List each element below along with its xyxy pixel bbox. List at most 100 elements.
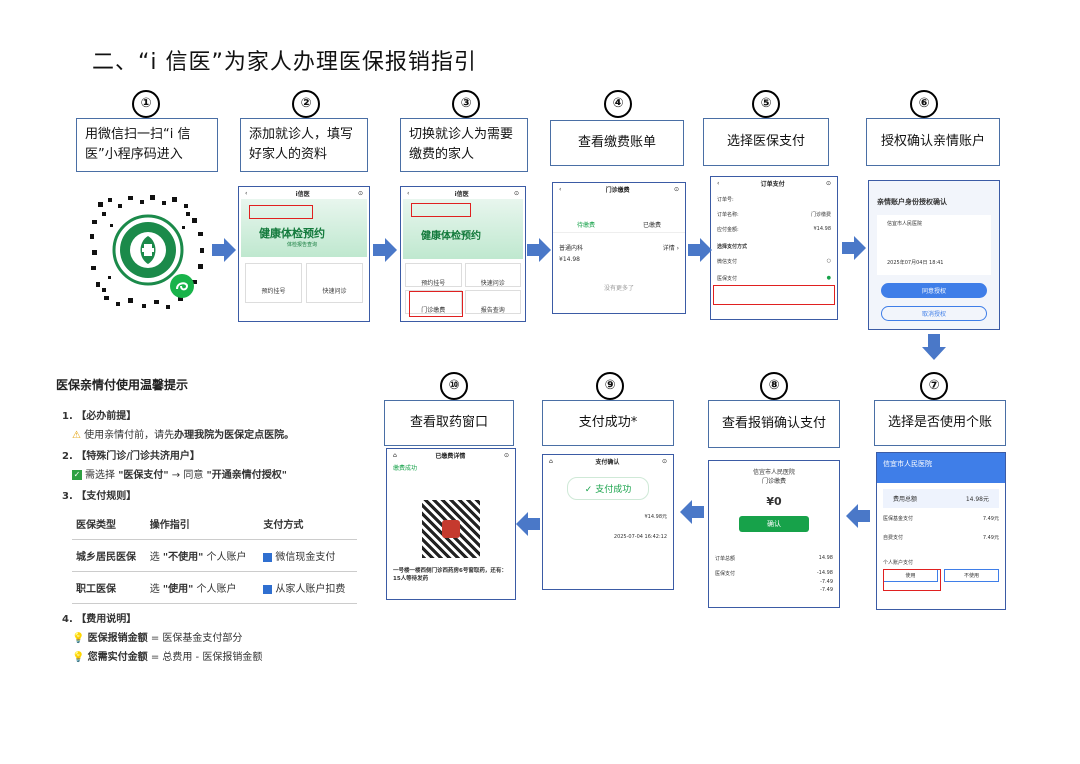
app-title: 支付确认	[595, 458, 620, 466]
app-title: i信医	[454, 190, 469, 198]
step-6-caption: 授权确认亲情账户	[866, 118, 1000, 166]
more-icon[interactable]: ⊙	[513, 189, 519, 197]
step-1-caption: 用微信扫一扫“i 信医”小程序码进入	[76, 118, 218, 172]
total-fee-label: 费用总额	[893, 496, 918, 503]
step-5-caption: 选择医保支付	[703, 118, 829, 166]
arrow-right-icon	[688, 238, 712, 262]
hospital-header: 信宜市人民医院	[877, 453, 1005, 483]
table-cell-op-bold: "使用"	[162, 584, 194, 595]
app-title: 门诊缴费	[605, 186, 630, 194]
banner-subtitle: 体检报告查询	[287, 242, 318, 248]
no-use-account-button[interactable]: 不使用	[944, 569, 999, 582]
bill-type: 门诊缴费	[761, 478, 786, 485]
highlight-add-patient	[249, 205, 313, 219]
payment-rules-table: 医保类型 操作指引 支付方式 城乡居民医保 选 "不使用" 个人账户 微信现金支…	[72, 508, 357, 604]
app-title: i信医	[295, 190, 310, 198]
insurance-pay-label: 医保支付	[715, 571, 736, 577]
medical-insurance-pay-option[interactable]: 医保支付	[717, 276, 738, 282]
table-cell-op-a: 选	[149, 552, 163, 563]
quick-consult-button[interactable]: 快速问诊	[464, 263, 521, 287]
cancel-auth-button[interactable]: 取消授权	[881, 306, 987, 321]
tips-s2-bold-b: "开通亲情付授权"	[206, 470, 287, 481]
table-cell-op-c: 个人账户	[193, 584, 237, 595]
tips-s1-text: 使用亲情付前，请先	[84, 430, 175, 441]
fund-pay-label: 医保基金支付	[883, 516, 914, 522]
more-icon[interactable]: ⊙	[357, 189, 363, 197]
paid-time: 2025-07-04 16:42:12	[613, 534, 667, 540]
tips-panel: 医保亲情付使用温馨提示 1. 【必办前提】 ⚠ 使用亲情付前，请先办理我院为医保…	[56, 376, 357, 667]
step-6-screenshot: 亲情账户身份授权确认 信宜市人民医院 2025年07月04日 18:41 同意授…	[868, 180, 1000, 330]
highlight-use-account	[883, 569, 941, 591]
success-check-icon: ✓	[584, 485, 593, 495]
highlight-switch-patient	[411, 203, 471, 217]
step-3-screenshot: ‹i信医⊙ 健康体检预约 预约挂号 快速问诊 门诊缴费 报告查询	[400, 186, 526, 322]
table-row: 职工医保 选 "使用" 个人账户 从家人账户扣费	[72, 571, 357, 604]
step-7-number: ⑦	[920, 372, 948, 400]
check-icon: ✓	[72, 470, 82, 480]
confirm-button[interactable]: 确认	[739, 516, 809, 532]
personal-account-label: 个人账户支付	[883, 560, 914, 566]
step-1-number: ①	[132, 90, 160, 118]
tab-unpaid[interactable]: 待缴费	[576, 222, 595, 229]
bill-detail-link[interactable]: 详情 ›	[662, 245, 679, 252]
report-query-button[interactable]: 报告查询	[464, 290, 521, 314]
outpatient-pay-button[interactable]: 门诊缴费	[405, 290, 462, 314]
order-name-value: 门诊缴费	[810, 212, 831, 218]
tips-title: 医保亲情付使用温馨提示	[56, 378, 189, 392]
wechat-pay-option[interactable]: 微信支付	[717, 259, 738, 265]
arrow-right-icon	[527, 238, 551, 262]
step-9-screenshot: ⌂支付确认⊙ ✓ 支付成功 ¥14.98元 2025-07-04 16:42:1…	[542, 454, 674, 590]
account-deduct-value: -7.49	[820, 587, 833, 593]
tips-f2-text: = 总费用 - 医保报销金额	[147, 652, 263, 663]
table-cell-type: 城乡居民医保	[72, 539, 146, 572]
hospital-name: 信宜市人民医院	[752, 469, 795, 476]
order-number-label: 订单号:	[717, 197, 734, 203]
pickup-window-text: 一号楼一楼西侧门诊西药房6号窗取药，还有：15人等待发药	[393, 568, 507, 582]
self-pay-label: 自费支付	[883, 535, 904, 541]
table-cell-type: 职工医保	[72, 571, 146, 604]
tab-paid[interactable]: 已缴费	[642, 222, 661, 229]
tips-f1-bold: 医保报销金额	[87, 633, 148, 644]
app-title: 订单支付	[760, 180, 785, 188]
step-3-caption: 切换就诊人为需要缴费的家人	[400, 118, 528, 172]
table-cell-op-bold: "不使用"	[162, 552, 204, 563]
paid-status: 缴费成功	[393, 465, 418, 472]
pickup-qr-code	[422, 500, 480, 558]
table-header: 操作指引	[145, 508, 260, 540]
pay-amount-value: ¥14.98	[813, 226, 832, 232]
quick-consult-button[interactable]: 快速问诊	[306, 263, 363, 303]
appointment-button[interactable]: 预约挂号	[405, 263, 462, 287]
tips-f2-bold: 您需实付金额	[87, 652, 148, 663]
arrow-left-icon	[846, 504, 870, 528]
more-icon[interactable]: ⊙	[661, 457, 667, 465]
page-title: 二、“i 信医”为家人办理医保报销指引	[92, 50, 477, 75]
table-header: 医保类型	[72, 508, 146, 540]
step-4-number: ④	[604, 90, 632, 118]
step-9-caption: 支付成功*	[542, 400, 674, 446]
table-cell-pay: 微信现金支付	[275, 552, 336, 563]
more-icon[interactable]: ⊙	[503, 451, 509, 459]
highlight-outpatient-pay	[409, 291, 463, 317]
dept-name: 普通内科	[559, 245, 584, 252]
auth-date: 2025年07月04日 18:41	[887, 260, 944, 266]
highlight-insurance-pay	[713, 285, 835, 305]
step-5-screenshot: ‹订单支付⊙ 订单号: 订单名称:门诊缴费 应付金额:¥14.98 选择支付方式…	[710, 176, 838, 320]
pay-amount: ¥0	[766, 495, 782, 508]
more-icon[interactable]: ⊙	[825, 179, 831, 187]
agree-auth-button[interactable]: 同意授权	[881, 283, 987, 298]
table-cell-pay: 从家人账户扣费	[275, 584, 346, 595]
pay-method-title: 选择支付方式	[717, 244, 748, 250]
insurance-pay-value: -14.98	[816, 570, 833, 576]
appointment-button[interactable]: 预约挂号	[245, 263, 302, 303]
tips-section-1: 1. 【必办前提】	[62, 411, 137, 422]
order-total-label: 订单总额	[715, 556, 736, 562]
step-2-number: ②	[292, 90, 320, 118]
total-fee-value: 14.98元	[965, 496, 989, 503]
more-icon[interactable]: ⊙	[673, 185, 679, 193]
table-cell-op-c: 个人账户	[203, 552, 247, 563]
fund-pay-value: 7.49元	[982, 516, 999, 522]
step-8-caption: 查看报销确认支付	[708, 400, 840, 448]
selected-check-icon: ●	[826, 275, 831, 281]
